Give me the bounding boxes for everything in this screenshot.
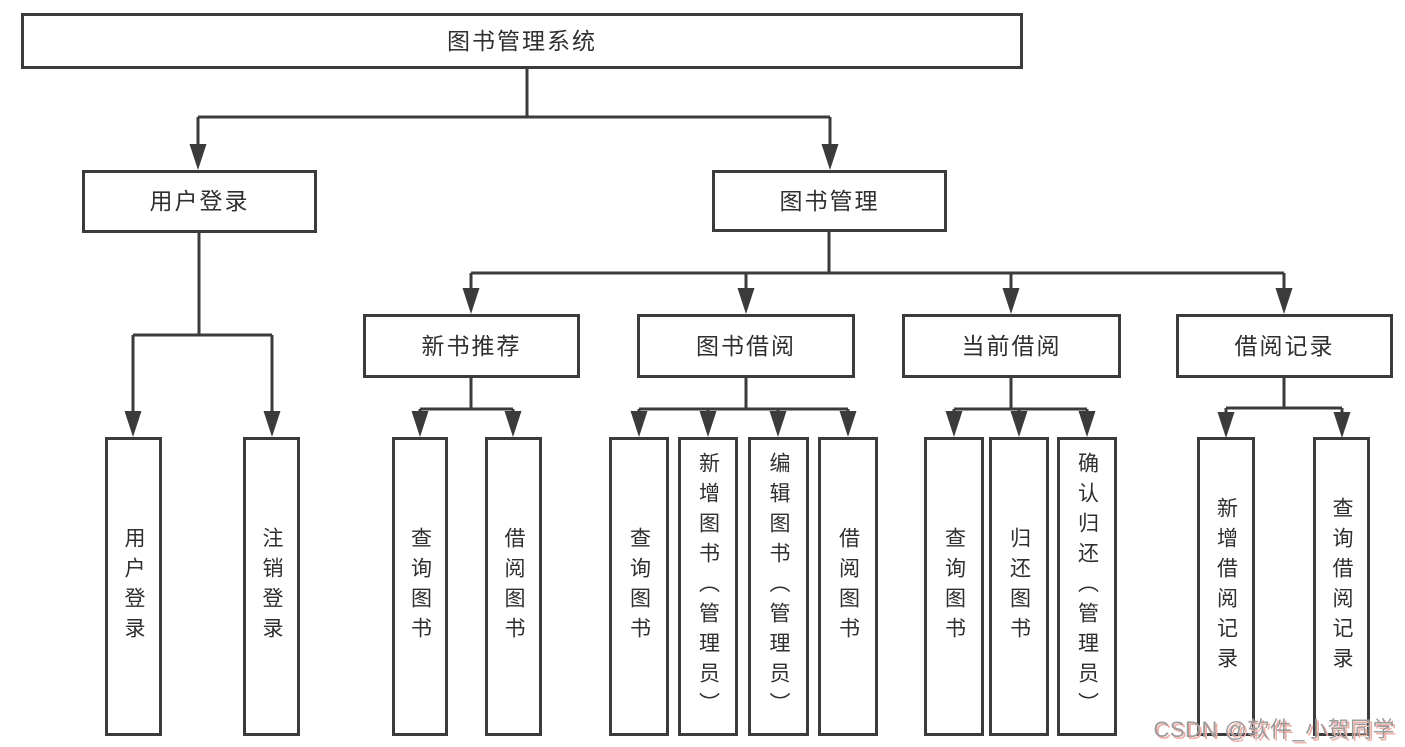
node-label-query-borrow-record: 查询借阅记录 <box>1330 496 1353 677</box>
arrowhead <box>1078 411 1096 437</box>
node-label-borrow-books-borrowing: 借阅图书 <box>836 526 860 647</box>
node-label-user-login: 用户登录 <box>149 188 250 214</box>
arrowhead <box>263 411 281 437</box>
arrowhead <box>189 144 207 170</box>
node-add-books-admin: 新增图书（管理员） <box>678 437 738 736</box>
node-label-return-books: 归还图书 <box>1007 526 1031 647</box>
node-label-logout-leaf: 注销登录 <box>260 526 283 647</box>
node-label-book-management: 图书管理 <box>779 187 880 214</box>
connector-book-management-to-level3 <box>462 232 1293 314</box>
node-label-root: 图书管理系统 <box>447 27 597 54</box>
node-query-books-recommend: 查询图书 <box>392 437 448 736</box>
arrowhead <box>124 411 142 437</box>
node-query-books-borrowing: 查询图书 <box>609 437 669 736</box>
arrowhead <box>504 411 522 437</box>
arrowhead <box>462 288 480 314</box>
arrowhead <box>411 411 429 437</box>
node-label-current-borrowing: 当前借阅 <box>961 332 1062 359</box>
arrowhead <box>839 411 857 437</box>
node-user-login-leaf: 用户登录 <box>105 437 162 736</box>
node-book-borrowing: 图书借阅 <box>637 314 855 378</box>
node-label-book-borrowing: 图书借阅 <box>696 332 796 359</box>
connector-book-borrowing-to-leaves <box>630 378 857 437</box>
arrowhead <box>1275 288 1293 314</box>
node-borrowing-records: 借阅记录 <box>1176 314 1393 378</box>
node-add-borrow-record: 新增借阅记录 <box>1197 437 1255 736</box>
connector-borrowing-records-to-leaves <box>1217 378 1351 438</box>
arrowhead <box>1333 412 1351 438</box>
node-label-query-books-borrowing: 查询图书 <box>627 526 651 647</box>
node-book-management: 图书管理 <box>712 170 947 232</box>
connector-root-to-level2 <box>189 69 839 170</box>
node-label-query-books-current: 查询图书 <box>942 526 966 647</box>
node-label-user-login-leaf: 用户登录 <box>122 526 145 647</box>
node-user-login: 用户登录 <box>82 170 317 233</box>
arrowhead <box>945 411 963 437</box>
arrowhead <box>1217 412 1235 438</box>
node-borrow-books-borrowing: 借阅图书 <box>818 437 878 736</box>
arrowhead <box>630 411 648 437</box>
node-root: 图书管理系统 <box>21 13 1023 69</box>
node-new-book-recommend: 新书推荐 <box>363 314 580 378</box>
connector-user-login-to-leaves <box>124 233 281 437</box>
arrowhead <box>699 411 717 437</box>
node-label-confirm-return-admin: 确认归还（管理员） <box>1075 451 1099 722</box>
node-logout-leaf: 注销登录 <box>243 437 300 736</box>
node-label-borrowing-records: 借阅记录 <box>1234 332 1335 359</box>
arrowhead <box>1002 288 1020 314</box>
node-label-query-books-recommend: 查询图书 <box>408 526 432 647</box>
node-label-new-book-recommend: 新书推荐 <box>421 332 522 359</box>
arrowhead <box>821 144 839 170</box>
connector-current-borrowing-to-leaves <box>945 378 1096 437</box>
arrowhead <box>737 288 755 314</box>
node-return-books: 归还图书 <box>989 437 1049 736</box>
node-confirm-return-admin: 确认归还（管理员） <box>1057 437 1117 736</box>
node-query-books-current: 查询图书 <box>924 437 984 736</box>
arrowhead <box>769 411 787 437</box>
csdn-watermark: CSDN @软件_小贺同学 <box>1153 717 1395 742</box>
node-label-add-books-admin: 新增图书（管理员） <box>696 451 720 722</box>
node-current-borrowing: 当前借阅 <box>902 314 1121 378</box>
node-label-add-borrow-record: 新增借阅记录 <box>1214 496 1238 677</box>
connector-new-book-recommend-to-leaves <box>411 378 522 437</box>
node-label-borrow-books-recommend: 借阅图书 <box>502 526 525 647</box>
node-label-edit-books-admin: 编辑图书（管理员） <box>767 451 790 722</box>
node-edit-books-admin: 编辑图书（管理员） <box>748 437 809 736</box>
node-borrow-books-recommend: 借阅图书 <box>485 437 542 736</box>
arrowhead <box>1010 411 1028 437</box>
node-query-borrow-record: 查询借阅记录 <box>1313 437 1370 736</box>
